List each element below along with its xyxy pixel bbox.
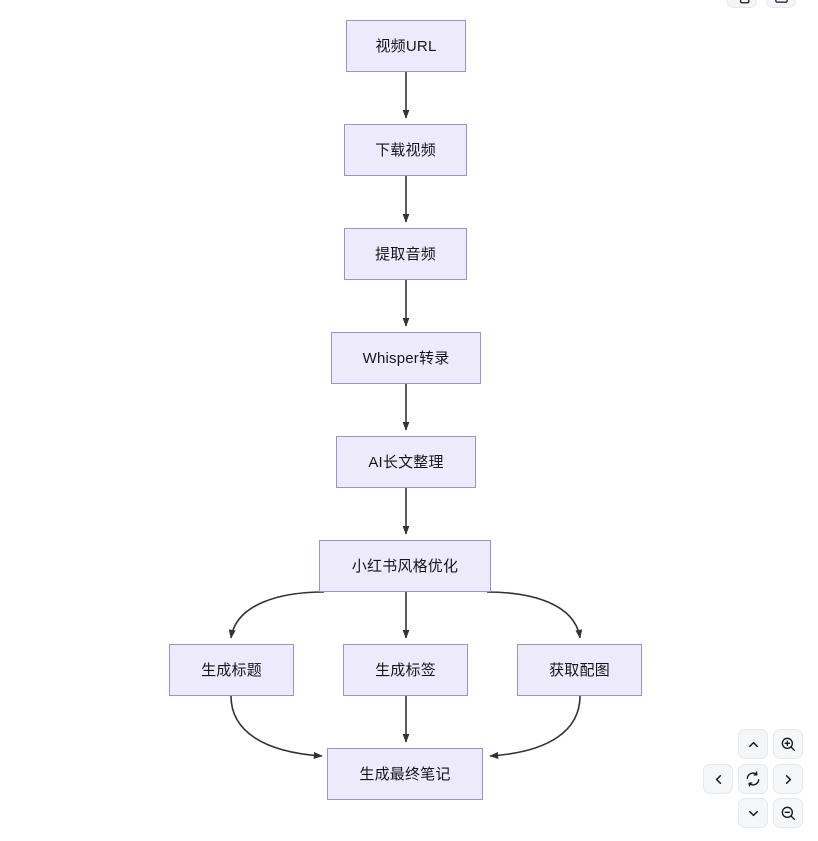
edge-n9-n10: [489, 695, 581, 759]
flow-node-label: 生成最终笔记: [359, 765, 451, 783]
zoom-out-button[interactable]: [773, 798, 803, 828]
flow-node-label: 提取音频: [375, 245, 436, 263]
pan-left-button[interactable]: [703, 764, 733, 794]
pan-down-button[interactable]: [738, 798, 768, 828]
reset-view-button[interactable]: [738, 764, 768, 794]
flow-node-whisper-transcribe[interactable]: Whisper转录: [331, 332, 481, 384]
zoom-out-icon: [780, 805, 796, 821]
flow-node-video-url[interactable]: 视频URL: [346, 20, 466, 72]
flow-node-ai-long-text[interactable]: AI长文整理: [336, 436, 476, 488]
viewport-controls: [700, 729, 808, 833]
pan-right-button[interactable]: [773, 764, 803, 794]
flow-node-generate-tags[interactable]: 生成标签: [343, 644, 468, 696]
download-button[interactable]: [766, 0, 796, 8]
flow-node-final-note[interactable]: 生成最终笔记: [327, 748, 483, 800]
zoom-in-icon: [780, 736, 796, 752]
flow-node-download-video[interactable]: 下载视频: [344, 124, 467, 176]
chevron-right-icon: [781, 772, 796, 787]
flow-node-label: 下载视频: [375, 141, 436, 159]
flow-node-generate-title[interactable]: 生成标题: [169, 644, 294, 696]
flow-node-xiaohongshu-style[interactable]: 小红书风格优化: [319, 540, 491, 592]
copy-button[interactable]: [727, 0, 757, 8]
flow-node-label: 视频URL: [375, 37, 437, 55]
edge-n7-n10: [230, 695, 323, 759]
pan-up-button[interactable]: [738, 729, 768, 759]
edge-n6-n9: [486, 591, 583, 639]
copy-icon: [735, 0, 750, 4]
flow-node-label: AI长文整理: [368, 453, 444, 471]
flow-node-extract-audio[interactable]: 提取音频: [344, 228, 467, 280]
edge-n6-n7: [228, 591, 325, 639]
download-icon: [774, 0, 789, 4]
chevron-up-icon: [746, 737, 761, 752]
flow-node-label: Whisper转录: [362, 349, 450, 367]
refresh-icon: [745, 771, 761, 787]
chevron-left-icon: [711, 772, 726, 787]
flow-node-fetch-images[interactable]: 获取配图: [517, 644, 642, 696]
chevron-down-icon: [746, 806, 761, 821]
flow-node-label: 生成标签: [375, 661, 436, 679]
flow-node-label: 获取配图: [549, 661, 610, 679]
flow-node-label: 生成标题: [201, 661, 262, 679]
top-toolbar: [727, 0, 796, 8]
flow-node-label: 小红书风格优化: [351, 557, 459, 575]
zoom-in-button[interactable]: [773, 729, 803, 759]
